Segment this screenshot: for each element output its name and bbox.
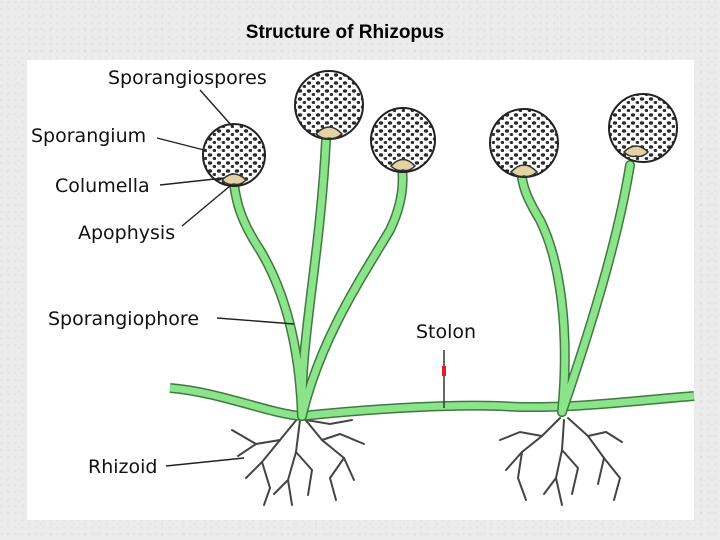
sporangium-4 xyxy=(489,108,559,178)
label-columella: Columella xyxy=(55,175,150,197)
sporangiophores-right xyxy=(517,160,635,417)
label-stolon: Stolon xyxy=(416,321,476,343)
label-rhizoid: Rhizoid xyxy=(88,456,157,478)
label-apophysis: Apophysis xyxy=(78,222,175,244)
label-sporangiophore: Sporangiophore xyxy=(48,308,199,330)
sporangium-1 xyxy=(202,123,266,187)
label-sporangium: Sporangium xyxy=(31,125,146,147)
rhizoid-right xyxy=(499,417,623,506)
leader-lines xyxy=(156,89,295,467)
sporangiophores-left xyxy=(229,135,408,421)
sporangium-5 xyxy=(608,93,678,163)
rhizoid-left xyxy=(231,417,365,506)
diagram-title: Structure of Rhizopus xyxy=(245,22,445,43)
sporangium-2 xyxy=(294,70,364,140)
stolon-marker xyxy=(442,350,446,408)
label-sporangiospores: Sporangiospores xyxy=(108,67,267,89)
sporangium-3 xyxy=(370,107,436,173)
